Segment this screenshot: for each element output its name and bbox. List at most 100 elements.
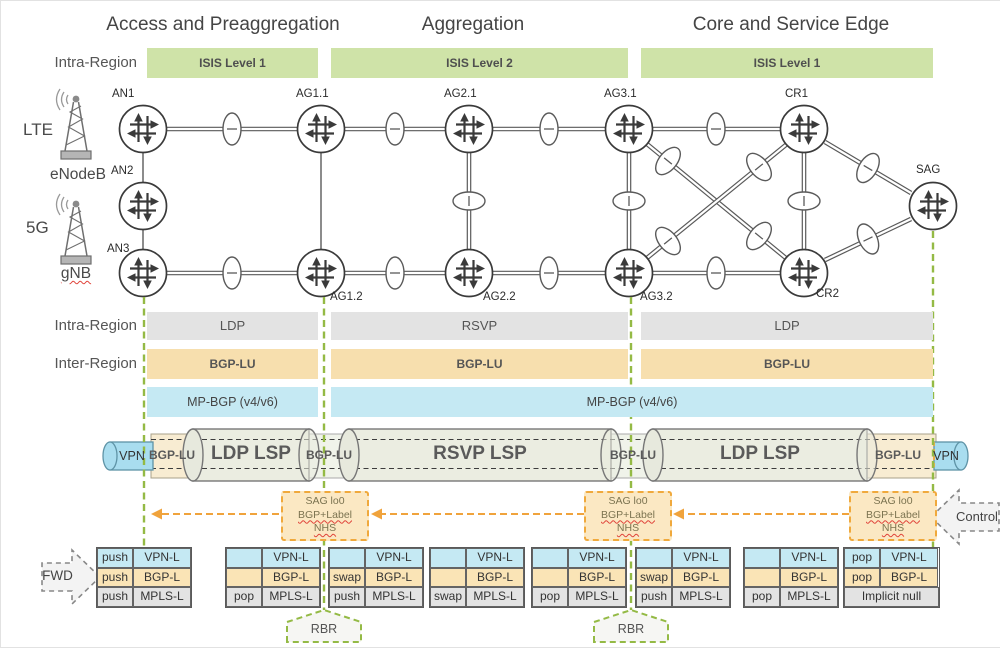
stack-cell-action: pop [844, 548, 880, 568]
stack-cell-label: MPLS-L [568, 587, 626, 607]
ldp-lsp-tube-label-1: LDP LSP [211, 443, 291, 464]
node-label-an1: AN1 [112, 88, 135, 100]
header-access-preaggregation: Access and Preaggregation [106, 14, 340, 35]
interface-oval [385, 112, 405, 146]
ldp-lsp-tube-label-2: LDP LSP [720, 443, 800, 464]
interface-oval [654, 146, 682, 176]
control-arrow-icon [929, 488, 1000, 546]
label-intra-region-top: Intra-Region [54, 54, 137, 71]
band-rsvp-aggregation: RSVP [331, 312, 628, 340]
lte-tower-icon [55, 88, 92, 160]
rbr-label-2: RBR [617, 622, 645, 636]
header-core-service-edge: Core and Service Edge [692, 14, 890, 35]
stack-cell-label: BGP-L [365, 567, 423, 587]
label-5g: 5G [26, 218, 49, 237]
stack-cell-action [226, 567, 262, 587]
router-icon-AG1.1 [296, 104, 346, 154]
nhs-box-line1: SAG lo0 [873, 495, 913, 507]
band-isis-level1-access: ISIS Level 1 [147, 48, 318, 78]
stack-cell-label: BGP-L [880, 567, 938, 587]
stack-cell-action [430, 548, 466, 568]
node-label-cr2: CR2 [816, 288, 840, 300]
stack-cell-action: pop [532, 587, 568, 607]
interface-oval [654, 226, 682, 256]
left-arrowhead-icon [371, 508, 382, 520]
nhs-box-line1: SAG lo0 [305, 495, 345, 507]
band-isis-level2-aggregation: ISIS Level 2 [331, 48, 628, 78]
stack-cell-label: MPLS-L [466, 587, 524, 607]
node-label-cr1: CR1 [785, 88, 809, 100]
stack-cell-action [532, 567, 568, 587]
router-icon-AG2.1 [444, 104, 494, 154]
5g-tower-icon [55, 193, 92, 265]
label-gnb: gNB [60, 265, 92, 282]
stack-cell-label: BGP-L [780, 567, 838, 587]
rbr-label-1: RBR [310, 622, 338, 636]
label-enodeb: eNodeB [49, 166, 106, 183]
node-label-an3: AN3 [107, 243, 130, 255]
band-ldp-access: LDP [147, 312, 318, 340]
bgplu-tube-label-1: BGP-LU [149, 448, 195, 462]
stack-cell-action [532, 548, 568, 568]
interface-oval [856, 152, 880, 184]
interface-oval [222, 256, 242, 290]
fwd-arrow-icon [41, 548, 102, 606]
band-mpbgp-wide: MP-BGP (v4/v6) [331, 387, 933, 417]
header-aggregation: Aggregation [421, 14, 525, 35]
stack-cell-label: MPLS-L [780, 587, 838, 607]
interface-oval [706, 112, 726, 146]
nhs-box-3: SAG lo0 BGP+Label NHS [849, 491, 937, 541]
stack-cell-action: pop [226, 587, 262, 607]
bgplu-tube-label-4: BGP-LU [875, 448, 921, 462]
nhs-box-2: SAG lo0 BGP+Label NHS [584, 491, 672, 541]
interface-oval [452, 191, 486, 211]
stack-cell-label: VPN-L [466, 548, 524, 568]
rsvp-lsp-tube-label: RSVP LSP [433, 443, 527, 464]
interface-oval [612, 191, 646, 211]
nhs-box-line2: BGP+Label [298, 508, 352, 521]
stack-cell-action [744, 567, 780, 587]
stack-cell-action: swap [430, 587, 466, 607]
stack-cell-label: BGP-L [133, 567, 191, 587]
stack-cell-action: pop [744, 587, 780, 607]
nhs-box-line3: NHS [881, 522, 905, 534]
stack-cell-label: VPN-L [262, 548, 320, 568]
stack-cell-action: pop [844, 567, 880, 587]
control-arrow-label: Control [956, 509, 998, 524]
stack-cell-label: MPLS-L [365, 587, 423, 607]
stack-cell-label: BGP-L [672, 567, 730, 587]
interface-oval [787, 191, 821, 211]
bgplu-tube-label-3: BGP-LU [610, 448, 656, 462]
label-lte: LTE [23, 120, 53, 139]
node-label-ag1.2: AG1.2 [330, 291, 363, 303]
stack-cell-action: push [636, 587, 672, 607]
nhs-box-line2: BGP+Label [601, 508, 655, 521]
stack-cell-label: VPN-L [568, 548, 626, 568]
bgplu-tube-label-2: BGP-LU [306, 448, 352, 462]
stack-cell-action: push [97, 548, 133, 568]
interface-oval [222, 112, 242, 146]
stack-cell-action: swap [636, 567, 672, 587]
node-label-ag3.2: AG3.2 [640, 291, 673, 303]
nhs-box-1: SAG lo0 BGP+Label NHS [281, 491, 369, 541]
stack-cell-action: push [329, 587, 365, 607]
left-arrowhead-icon [673, 508, 684, 520]
stack-cell-label: MPLS-L [133, 587, 191, 607]
interface-oval [539, 256, 559, 290]
stack-cell-label: BGP-L [466, 567, 524, 587]
stack-cell-label: MPLS-L [262, 587, 320, 607]
interface-oval [539, 112, 559, 146]
interface-oval [745, 221, 773, 251]
band-isis-level1-core: ISIS Level 1 [641, 48, 933, 78]
node-label-ag2.1: AG2.1 [444, 88, 477, 100]
interface-oval [856, 223, 880, 255]
interface-oval [706, 256, 726, 290]
